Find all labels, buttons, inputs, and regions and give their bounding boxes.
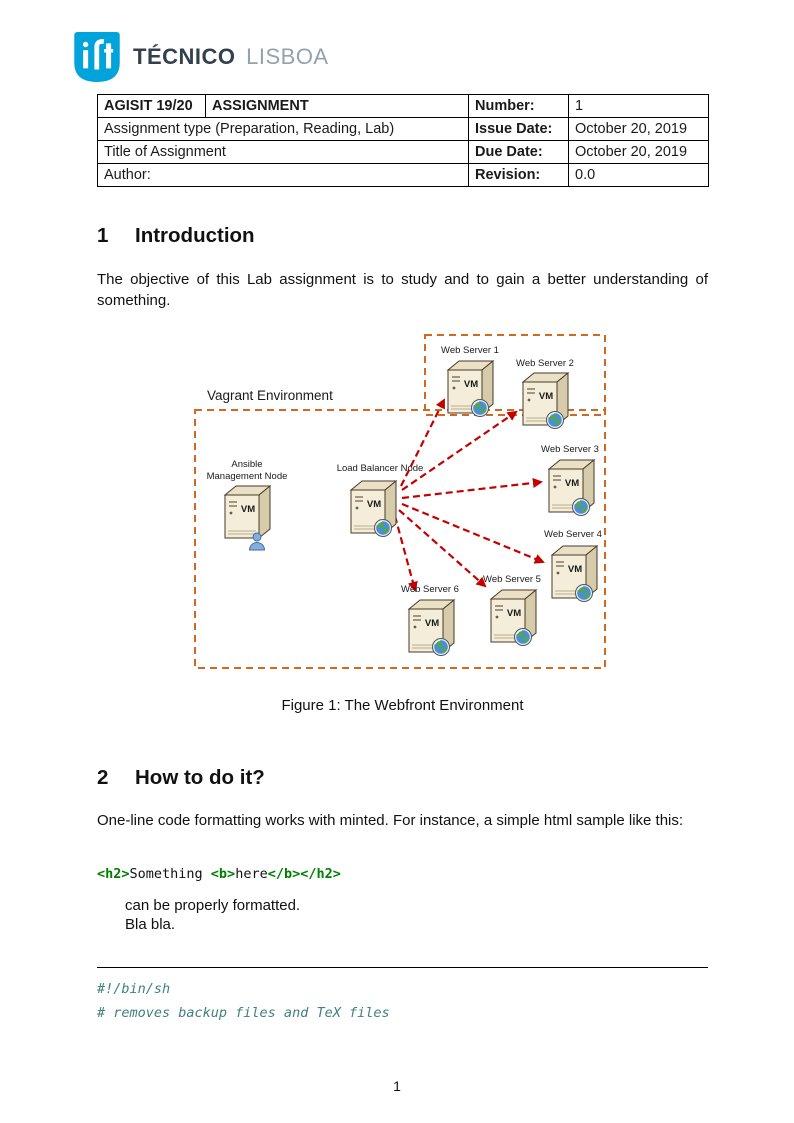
section-2-number: 2 — [97, 766, 109, 789]
revision-label-cell: Revision: — [468, 163, 569, 187]
code-open-b: <b> — [210, 866, 236, 882]
table-row: AGISIT 19/20 ASSIGNMENT Number: 1 — [97, 94, 709, 118]
number-value-cell: 1 — [568, 94, 709, 118]
due-date-value-cell: October 20, 2019 — [568, 140, 709, 164]
ist-logo: TÉCNICO LISBOA — [74, 32, 329, 82]
logo-text: TÉCNICO LISBOA — [133, 44, 329, 70]
issue-date-value-cell: October 20, 2019 — [568, 117, 709, 141]
arrow-to-webserver-1 — [400, 398, 445, 487]
logo-shield-icon — [74, 32, 120, 82]
howto-paragraph: One-line code formatting works with mint… — [97, 812, 684, 829]
due-date-label-cell: Due Date: — [468, 140, 569, 164]
assignment-type-cell: Assignment type (Preparation, Reading, L… — [97, 117, 469, 141]
vagrant-environment-box — [194, 409, 606, 669]
figure-caption: Figure 1: The Webfront Environment — [281, 697, 524, 714]
ansible-node-label-line1: Ansible — [231, 459, 262, 470]
course-code-cell: AGISIT 19/20 — [97, 94, 206, 118]
web-server-2-label: Web Server 2 — [516, 358, 574, 369]
shell-code-block: #!/bin/sh # removes backup files and TeX… — [97, 977, 390, 1025]
web-server-5-label: Web Server 5 — [483, 574, 541, 585]
web-server-6-globe-icon — [431, 637, 451, 657]
assignment-header-table: AGISIT 19/20 ASSIGNMENT Number: 1 Assign… — [97, 94, 709, 187]
arrow-to-webserver-4 — [401, 502, 545, 564]
code-close-h2: </h2> — [300, 866, 341, 882]
issue-date-label-cell: Issue Date: — [468, 117, 569, 141]
section-1-number: 1 — [97, 224, 109, 247]
section-1-heading: 1 Introduction — [97, 224, 255, 248]
page-number: 1 — [393, 1078, 401, 1094]
bla-note: Bla bla. — [125, 916, 176, 933]
web-server-2-globe-icon — [545, 410, 565, 430]
web-server-5-globe-icon — [513, 627, 533, 647]
web-server-3-globe-icon — [571, 497, 591, 517]
figure-diagram: VM Vagrant Environment — [194, 334, 606, 669]
web-server-1-globe-icon — [470, 398, 490, 418]
web-server-4-label: Web Server 4 — [544, 529, 602, 540]
logo-tecnico-label: TÉCNICO — [133, 44, 236, 69]
ansible-node-icon — [224, 485, 271, 539]
number-label-cell: Number: — [468, 94, 569, 118]
section-1-title: Introduction — [135, 224, 255, 247]
intro-paragraph: The objective of this Lab assignment is … — [97, 271, 708, 309]
ansible-node-label-line2: Management Node — [207, 471, 288, 482]
vagrant-environment-label: Vagrant Environment — [207, 388, 333, 403]
assignment-title-cell: ASSIGNMENT — [205, 94, 469, 118]
code-open-h2: <h2> — [97, 866, 130, 882]
table-row: Title of Assignment Due Date: October 20… — [97, 140, 709, 164]
code-line-shebang: #!/bin/sh — [97, 981, 171, 997]
load-balancer-globe-icon — [373, 518, 393, 538]
revision-value-cell: 0.0 — [568, 163, 709, 187]
section-2-title: How to do it? — [135, 766, 265, 789]
arrow-to-webserver-6 — [393, 515, 418, 592]
code-line-comment: # removes backup files and TeX files — [97, 1005, 390, 1021]
code-text-something: Something — [129, 866, 211, 882]
web-server-3-label: Web Server 3 — [541, 444, 599, 455]
web-server-6-label: Web Server 6 — [401, 584, 459, 595]
arrow-to-webserver-3 — [401, 477, 544, 500]
logo-lisboa-label: LISBOA — [246, 44, 329, 69]
author-cell: Author: — [97, 163, 469, 187]
web-server-4-globe-icon — [574, 583, 594, 603]
assignment-name-cell: Title of Assignment — [97, 140, 469, 164]
formatted-note: can be properly formatted. — [125, 897, 301, 914]
web-server-1-label: Web Server 1 — [441, 345, 499, 356]
code-block-rule — [97, 967, 708, 968]
arrow-to-webserver-2 — [401, 410, 518, 491]
table-row: Assignment type (Preparation, Reading, L… — [97, 117, 709, 141]
table-row: Author: Revision: 0.0 — [97, 163, 709, 187]
code-text-here: here — [235, 866, 268, 882]
code-close-b: </b> — [267, 866, 301, 882]
inline-code-sample: <h2>Something <b>here</b></h2> — [97, 866, 341, 882]
arrow-to-webserver-5 — [398, 509, 487, 588]
load-balancer-label: Load Balancer Node — [337, 463, 424, 474]
section-2-heading: 2 How to do it? — [97, 766, 265, 790]
